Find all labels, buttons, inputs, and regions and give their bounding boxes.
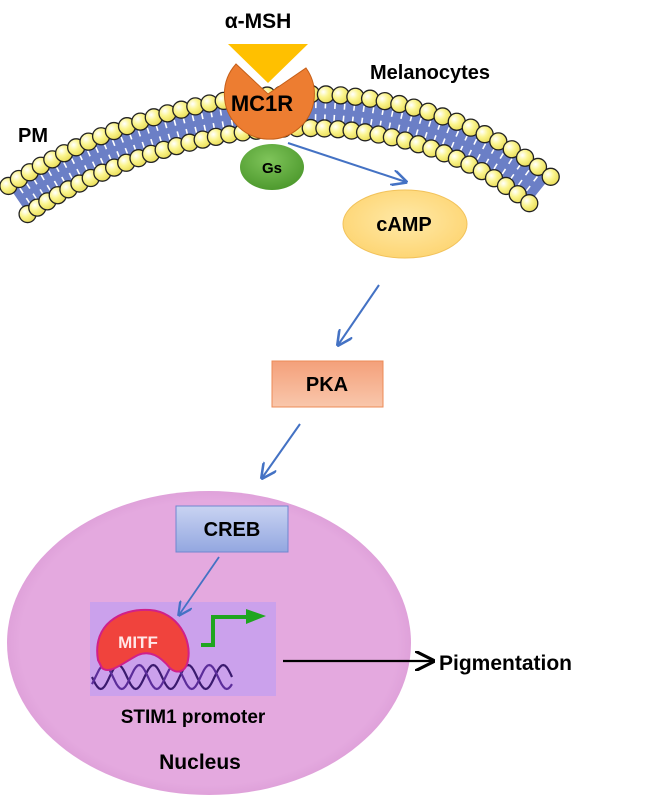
lipid-tail <box>450 141 455 148</box>
lipid-tail <box>524 169 530 176</box>
mc1r-label: MC1R <box>231 91 293 116</box>
lipid-tail <box>111 139 116 147</box>
mitf-label: MITF <box>118 633 158 652</box>
lipid-tail <box>26 183 31 190</box>
lipid-tail <box>191 115 195 122</box>
lipid-tail <box>200 113 204 120</box>
lipid-tail <box>32 193 37 200</box>
lipid-tail <box>482 143 487 150</box>
arrow-camp-to-pka <box>338 284 380 345</box>
lipid-tail <box>167 133 171 140</box>
lipid-tail <box>493 163 498 170</box>
lipid-tail <box>525 185 531 192</box>
lipid-tail <box>219 109 223 116</box>
lipid-tail <box>68 172 73 179</box>
lipid-tail <box>194 126 198 133</box>
lipid-tail <box>388 122 392 129</box>
dna-strand-2 <box>91 663 233 691</box>
lipid-tail <box>99 157 104 164</box>
lipid-tail <box>53 180 59 187</box>
lipid-tail <box>141 141 145 148</box>
creb-node: CREB <box>175 505 289 553</box>
mc1r-receptor: MC1R <box>223 63 315 140</box>
lipid-tail <box>371 107 375 114</box>
arrow-creb-to-mitf <box>179 556 220 615</box>
lipid-tail <box>442 138 446 145</box>
lipid-tail <box>362 105 365 112</box>
camp-node: cAMP <box>342 189 468 259</box>
lipid-tail <box>533 176 539 182</box>
stim1-promoter-illustration: MITF <box>90 602 276 696</box>
lipid-tail <box>230 119 234 126</box>
lipid-tail <box>424 132 428 139</box>
pka-node: PKA <box>271 360 384 408</box>
stim1-promoter-label: STIM1 promoter <box>121 707 266 728</box>
lipid-tail <box>173 119 177 126</box>
lipid-tail <box>508 158 513 165</box>
lipid-tail <box>517 179 523 186</box>
lipid-tail <box>473 138 478 145</box>
lipid-tail <box>415 129 419 136</box>
lipid-tail <box>370 119 373 126</box>
lipid-head <box>515 148 535 167</box>
lipid-tail <box>176 131 180 138</box>
lipid-tail <box>468 149 473 156</box>
lipid-tail <box>343 103 346 110</box>
mitf-protein <box>96 608 190 673</box>
lipid-tail <box>137 130 142 137</box>
lipid-tail <box>400 112 404 120</box>
lipid-head <box>502 140 521 159</box>
pka-label: PKA <box>306 374 348 396</box>
lipid-tail <box>499 153 504 159</box>
lipid-tail <box>476 153 481 160</box>
lipid-tail <box>455 130 460 137</box>
arrow-gs-to-camp <box>287 142 406 182</box>
lipid-tail <box>418 117 422 124</box>
pigmentation-label: Pigmentation <box>439 652 572 675</box>
camp-label: cAMP <box>376 214 432 236</box>
lipid-tail <box>19 187 24 194</box>
lipid-head <box>528 157 548 177</box>
lipid-tail <box>46 184 51 191</box>
lipid-tail <box>86 150 91 157</box>
lipid-tail <box>221 121 225 128</box>
lipid-tail <box>25 197 31 204</box>
lipid-tail <box>397 124 401 131</box>
alpha-msh-label: α-MSH <box>225 10 292 33</box>
lipid-tail <box>342 115 345 122</box>
transcription-start-arrow <box>201 615 248 647</box>
lipid-tail <box>91 161 96 168</box>
lipid-tail <box>501 168 507 175</box>
lipid-tail <box>446 127 450 134</box>
lipid-tail <box>63 161 68 169</box>
lipid-tail <box>124 147 129 155</box>
lipid-tail <box>164 122 168 129</box>
lipid-head <box>541 167 560 186</box>
gs-protein: Gs <box>240 144 304 190</box>
lipid-tail <box>390 110 394 117</box>
creb-label: CREB <box>204 519 261 541</box>
alpha-msh-ligand-triangle <box>228 44 308 83</box>
lipid-tail <box>360 117 364 124</box>
lipid-tail <box>47 170 53 177</box>
lipid-tail <box>428 120 432 127</box>
gs-label: Gs <box>262 160 282 177</box>
lipid-tail <box>203 124 207 131</box>
nucleus-label: Nucleus <box>159 751 241 774</box>
lipid-tail <box>95 146 99 153</box>
lipid-head <box>520 194 539 213</box>
lipid-tail <box>116 151 120 158</box>
lipid-tail <box>120 136 124 143</box>
arrow-pka-to-creb <box>262 423 301 478</box>
lipid-tail <box>40 174 45 181</box>
melanocytes-label: Melanocytes <box>370 62 490 84</box>
tss-arrowhead-icon <box>246 609 266 624</box>
pm-label: PM <box>18 125 48 147</box>
lipid-tail <box>76 168 81 175</box>
lipid-head <box>489 132 508 151</box>
lipid-tail <box>70 158 76 165</box>
lipid-tail <box>150 138 154 146</box>
lipid-tail <box>146 127 150 134</box>
